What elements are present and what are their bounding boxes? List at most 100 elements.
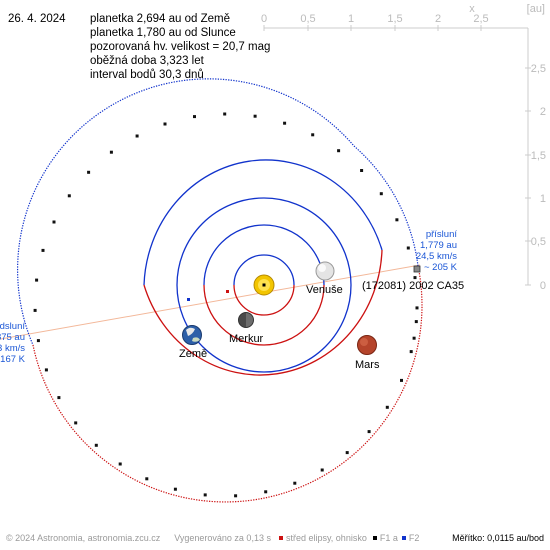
f2-legend-icon [401, 535, 406, 540]
interval-point [87, 170, 91, 174]
interval-point [52, 220, 56, 224]
scale-label: Měřítko: 0,0115 au/bod [452, 533, 544, 543]
interval-point [360, 169, 364, 172]
interval-point [283, 121, 287, 125]
interval-point [253, 114, 257, 118]
aphelion-temperature: ~ 167 K [0, 354, 26, 365]
interval-point [145, 477, 149, 481]
interval-point [36, 339, 40, 343]
copyright-link[interactable]: © 2024 Astronomia, astronomia.zcu.cz [6, 533, 161, 543]
interval-point [320, 468, 324, 472]
interval-point [311, 133, 315, 137]
interval-point [293, 481, 297, 485]
interval-point [234, 494, 238, 498]
interval-point [400, 378, 403, 382]
x-tick-label: 0,5 [300, 13, 315, 25]
y-tick-label: 0 [540, 280, 546, 292]
venus-icon[interactable] [315, 261, 335, 281]
x-tick-label: 2 [435, 13, 441, 25]
mercury-orbit-south [233, 284, 295, 316]
interval-point [379, 192, 383, 196]
perihelion-speed: 24,5 km/s [416, 251, 457, 262]
interval-point [57, 396, 61, 400]
info-line-magnitude: pozorovaná hv. velikost = 20,7 mag [90, 41, 271, 53]
y-tick-label: 1,5 [531, 150, 546, 162]
interval-point [44, 368, 48, 372]
interval-point [135, 134, 139, 138]
interval-point [193, 115, 196, 119]
interval-point [109, 150, 113, 154]
y-tick-label: 0,5 [531, 236, 546, 248]
y-tick-label: 1 [540, 193, 546, 205]
info-line-interval: interval bodů 30,3 dnů [90, 69, 204, 81]
interval-point [395, 218, 399, 222]
interval-point [74, 421, 78, 425]
perihelion-temperature: ~ 205 K [424, 262, 458, 273]
interval-point [406, 246, 410, 250]
mercury-icon[interactable] [238, 312, 254, 328]
interval-point [223, 112, 227, 116]
interval-point [337, 149, 341, 153]
center-legend: střed elipsy, ohnisko [285, 533, 367, 543]
footer: © 2024 Astronomia, astronomia.zcu.cz Vyg… [6, 533, 544, 543]
mars-orbit-south [143, 249, 383, 376]
interval-point [409, 350, 413, 354]
interval-points [33, 112, 419, 498]
x-tick-label: 1 [348, 13, 354, 25]
interval-point [412, 336, 416, 340]
aphelion-title: odsluní [0, 321, 25, 332]
interval-point [414, 320, 418, 324]
mars-label: Mars [355, 359, 380, 371]
f1-legend: F1 a [379, 533, 398, 543]
venus-label: Venuše [306, 284, 343, 296]
interval-point [264, 490, 268, 494]
unit-label: [au] [527, 3, 545, 15]
interval-point [413, 276, 417, 280]
info-line-earth-distance: planetka 2,694 au od Země [90, 13, 231, 25]
info-panel: planetka 2,694 au od Země planetka 1,780… [90, 12, 270, 82]
earth-icon[interactable] [182, 325, 202, 345]
aphelion-distance: 4,875 au [0, 332, 25, 343]
interval-point [118, 462, 122, 466]
interval-point [163, 122, 167, 126]
mercury-orbit-north [233, 254, 295, 286]
mars-icon[interactable] [357, 335, 377, 355]
asteroid-orbit [17, 78, 423, 503]
venus-orbit-north [203, 224, 325, 286]
x-axis-label: x [469, 3, 475, 15]
info-line-sun-distance: planetka 1,780 au od Slunce [90, 27, 236, 39]
asteroid-orbit-north [17, 78, 419, 346]
ellipse-center-marker [226, 290, 229, 293]
venus-orbit-south [203, 284, 325, 346]
x-tick-label: 2,5 [473, 13, 488, 25]
interval-point [94, 443, 98, 447]
sun-icon [253, 274, 275, 296]
f2-legend: F2 [408, 533, 420, 543]
info-line-period: oběžná doba 3,323 let [90, 55, 204, 67]
interval-point [367, 430, 371, 434]
f1-legend-icon [372, 535, 377, 540]
asteroid-label: (172081) 2002 CA35 [362, 280, 464, 292]
y-tick-label: 2 [540, 106, 546, 118]
perihelion-title: přísluní [426, 229, 458, 240]
earth-label: Země [179, 348, 207, 360]
interval-point [41, 248, 45, 252]
asteroid-icon[interactable] [413, 265, 421, 273]
axes [263, 25, 531, 286]
earth-orbit [176, 197, 352, 373]
interval-point [33, 308, 37, 312]
interval-point [203, 493, 207, 497]
date-label: 26. 4. 2024 [8, 13, 66, 25]
perihelion-distance: 1,779 au [420, 240, 457, 251]
interval-point [35, 278, 39, 282]
asteroid-orbit-south [32, 265, 423, 503]
interval-point [345, 451, 349, 455]
interval-point [385, 405, 389, 409]
center-legend-icon [278, 535, 283, 540]
mercury-label: Merkur [229, 333, 264, 345]
x-tick-label: 0 [261, 13, 267, 25]
x-tick-label: 1,5 [387, 13, 402, 25]
interval-point [67, 194, 71, 198]
